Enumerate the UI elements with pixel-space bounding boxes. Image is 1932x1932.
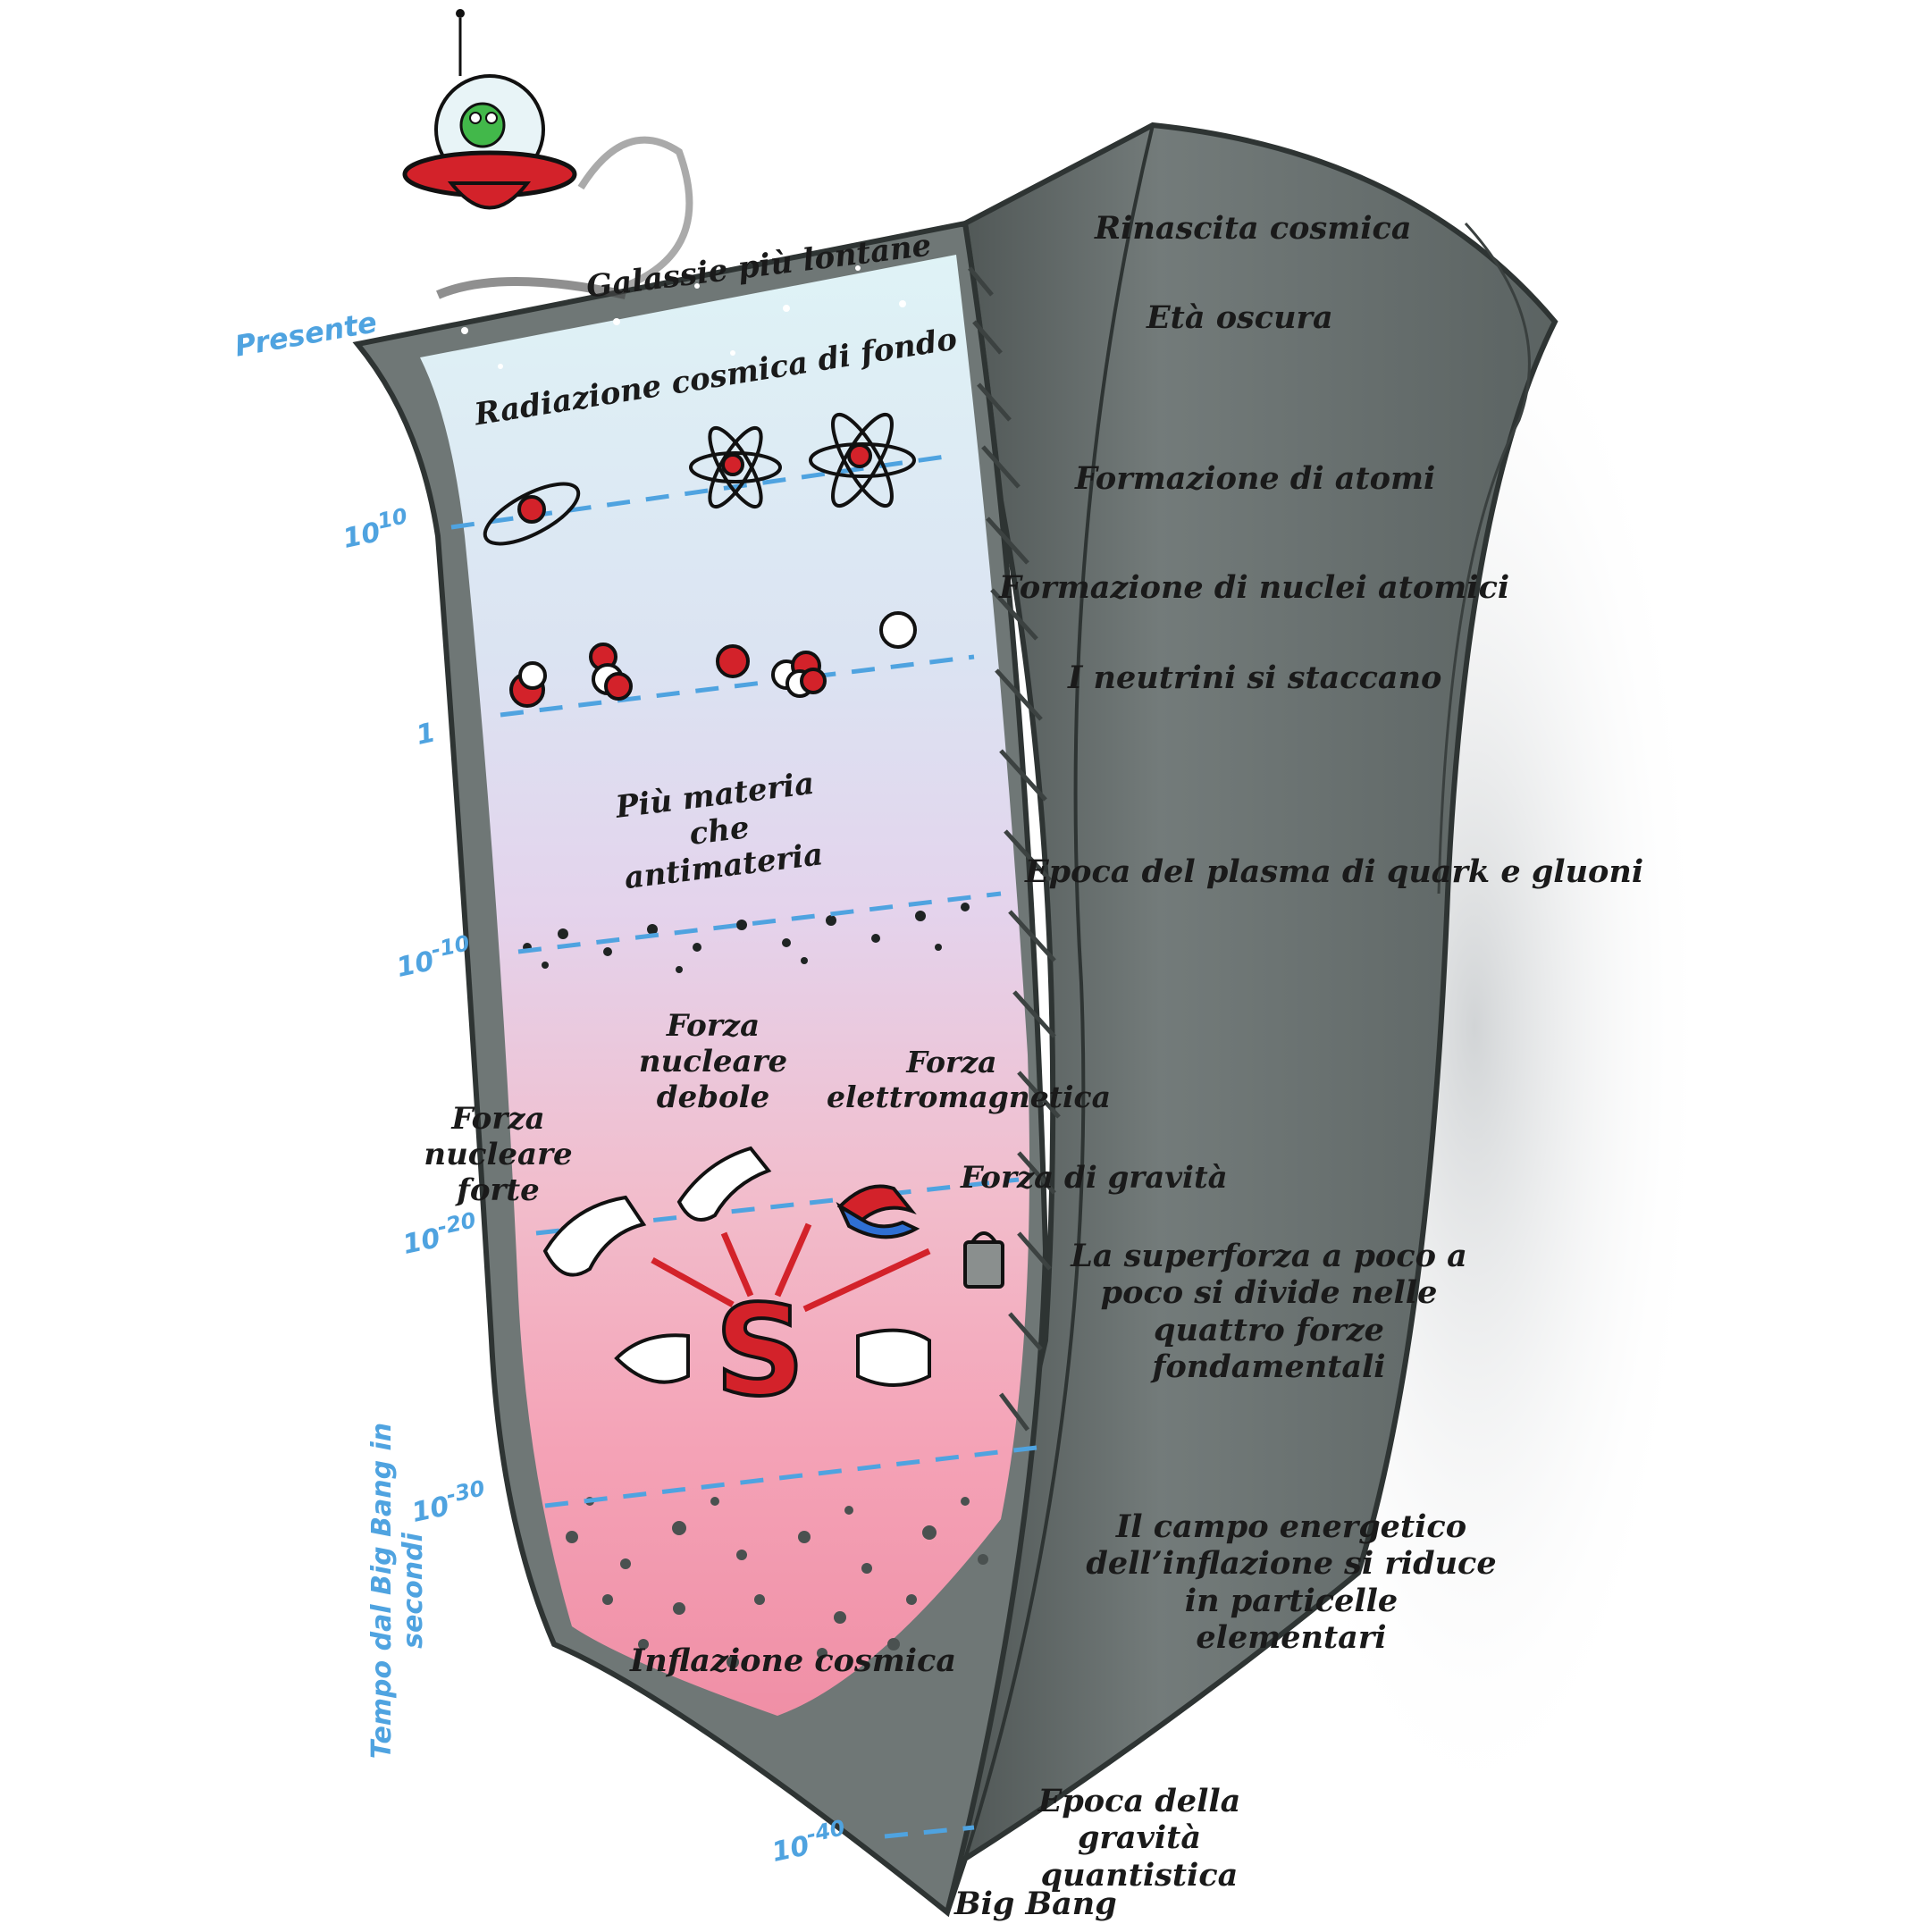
label-gravity-force: Forza di gravità — [961, 1160, 1228, 1196]
force-arrows — [651, 1222, 931, 1313]
atom-icon — [809, 412, 916, 508]
epoch-atoms: Formazione di atomi — [1075, 460, 1436, 497]
epoch-superforce: La superforza a poco a poco si divide ne… — [1071, 1238, 1467, 1385]
epoch-quantum-gravity: Epoca della gravità quantistica — [1037, 1783, 1241, 1894]
epoch-dark-age: Età oscura — [1147, 299, 1333, 336]
funnel-side — [945, 122, 1558, 1913]
epoch-big-bang: Big Bang — [954, 1886, 1117, 1922]
plasma-particles — [523, 903, 970, 973]
label-electromagnetic: Forza elettromagnetica — [827, 1045, 1112, 1114]
nucleus-icon — [509, 611, 917, 708]
label-weak-force: Forza nucleare debole — [638, 1008, 788, 1116]
atom-icon — [483, 482, 581, 546]
time-axis-title: Tempo dal Big Bang in secondi — [366, 1422, 429, 1760]
weight-icon — [963, 1231, 1004, 1289]
epoch-neutrinos: I neutrini si staccano — [1068, 659, 1442, 696]
flexed-arm-icon — [542, 1146, 931, 1387]
epoch-nuclei: Formazione di nuclei atomici — [999, 569, 1510, 606]
funnel-fold — [1437, 222, 1531, 895]
magnet-icon — [836, 1184, 920, 1239]
ufo-alien-icon — [402, 9, 693, 299]
atom-icon — [689, 425, 782, 509]
epoch-inflation-field: Il campo energetico dell’inflazione si r… — [1086, 1508, 1497, 1656]
label-inflation: Inflazione cosmica — [630, 1642, 957, 1679]
label-strong-force: Forza nucleare forte — [424, 1101, 573, 1209]
superforce-s-icon: S — [713, 1277, 807, 1426]
wall-hatching — [968, 266, 1061, 1432]
epoch-rebirth: Rinascita cosmica — [1095, 210, 1412, 247]
epoch-plasma: Epoca del plasma di quark e gluoni — [1025, 853, 1644, 890]
stars — [461, 265, 906, 369]
funnel-crease — [963, 124, 1155, 1860]
svg-text:S: S — [715, 1279, 805, 1424]
